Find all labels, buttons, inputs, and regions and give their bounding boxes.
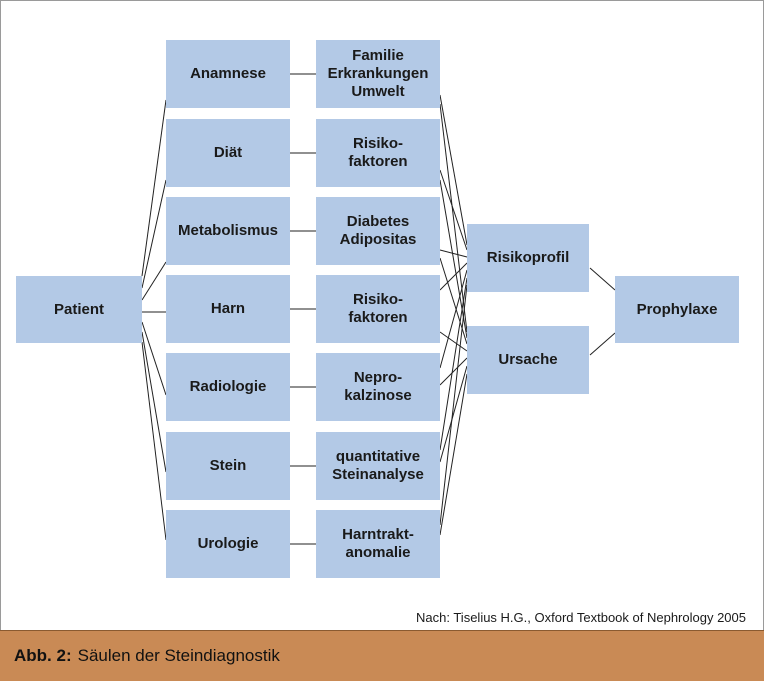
node-harn: Harn	[166, 275, 290, 343]
node-radiologie: Radiologie	[166, 353, 290, 421]
caption-label: Abb. 2:	[14, 646, 72, 665]
node-diaet: Diät	[166, 119, 290, 187]
caption-text: Säulen der Steindiagnostik	[77, 646, 280, 665]
node-ursache: Ursache	[467, 326, 589, 394]
node-steinanalyse: quantitative Steinanalyse	[316, 432, 440, 500]
node-metabolismus: Metabolismus	[166, 197, 290, 265]
node-familie: Familie Erkrankungen Umwelt	[316, 40, 440, 108]
node-risikofaktoren-1: Risiko- faktoren	[316, 119, 440, 187]
figure-caption: Abb. 2: Säulen der Steindiagnostik	[0, 630, 764, 681]
node-risikoprofil: Risikoprofil	[467, 224, 589, 292]
node-patient: Patient	[16, 276, 142, 343]
node-neprokalzinose: Nepro- kalzinose	[316, 353, 440, 421]
node-harntraktanomalie: Harntrakt- anomalie	[316, 510, 440, 578]
node-risikofaktoren-2: Risiko- faktoren	[316, 275, 440, 343]
node-diabetes: Diabetes Adipositas	[316, 197, 440, 265]
node-anamnese: Anamnese	[166, 40, 290, 108]
node-prophylaxe: Prophylaxe	[615, 276, 739, 343]
source-note: Nach: Tiselius H.G., Oxford Textbook of …	[416, 610, 746, 625]
node-stein: Stein	[166, 432, 290, 500]
node-urologie: Urologie	[166, 510, 290, 578]
